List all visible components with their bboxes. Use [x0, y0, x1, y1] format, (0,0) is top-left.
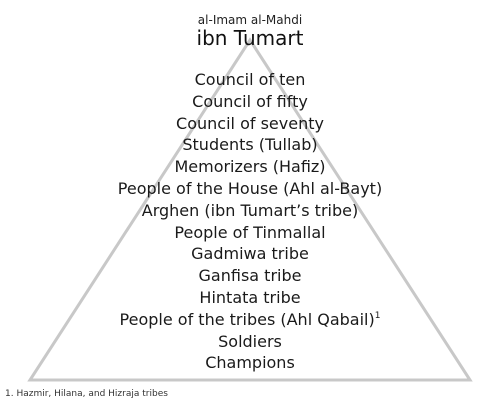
level-memorizers: Memorizers (Hafiz) [0, 156, 500, 178]
level-council-of-seventy: Council of seventy [0, 113, 500, 135]
level-label: People of Tinmallal [174, 222, 326, 242]
level-people-of-tinmallal: People of Tinmallal [0, 222, 500, 244]
level-label: Council of fifty [192, 91, 308, 111]
level-label: Ganfisa tribe [198, 266, 302, 286]
level-label: People of the tribes (Ahl Qabail) [119, 309, 375, 329]
level-hintata-tribe: Hintata tribe [0, 287, 500, 309]
hierarchy-levels: Council of ten Council of fifty Council … [0, 69, 500, 374]
level-label: People of the House (Ahl al-Bayt) [117, 178, 383, 198]
level-arghen: Arghen (ibn Tumart’s tribe) [0, 200, 500, 222]
level-label: Students (Tullab) [182, 135, 318, 155]
level-label: Council of seventy [176, 113, 324, 133]
level-label: Council of ten [194, 70, 306, 89]
level-champions: Champions [0, 352, 500, 374]
level-council-of-ten: Council of ten [0, 69, 500, 91]
pyramid-triangle [27, 37, 473, 382]
level-label: Soldiers [218, 331, 282, 351]
footnote: 1. Hazmir, Hilana, and Hizraja tribes [5, 389, 168, 399]
level-council-of-fifty: Council of fifty [0, 91, 500, 113]
level-students: Students (Tullab) [0, 134, 500, 156]
footnote-ref: 1 [374, 310, 381, 321]
level-label: Champions [205, 353, 295, 373]
level-ganfisa-tribe: Ganfisa tribe [0, 265, 500, 287]
level-label: Gadmiwa tribe [191, 244, 309, 264]
level-label: Memorizers (Hafiz) [174, 157, 326, 177]
level-people-of-the-house: People of the House (Ahl al-Bayt) [0, 178, 500, 200]
level-soldiers: Soldiers [0, 331, 500, 353]
level-people-of-the-tribes: People of the tribes (Ahl Qabail)1 [0, 309, 500, 331]
level-label: Hintata tribe [199, 287, 301, 307]
level-label: Arghen (ibn Tumart’s tribe) [141, 200, 359, 220]
leader-name: ibn Tumart [196, 26, 304, 50]
level-gadmiwa-tribe: Gadmiwa tribe [0, 243, 500, 265]
leader-title: al-Imam al-Mahdi [197, 13, 303, 27]
